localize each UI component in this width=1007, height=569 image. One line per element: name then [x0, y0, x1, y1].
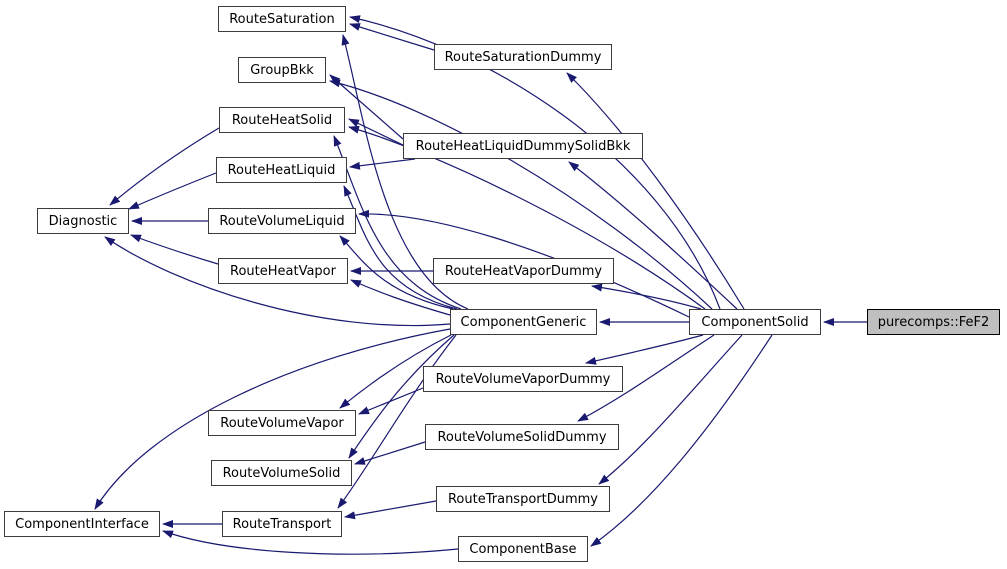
edge-component-generic-to-route-volume-vapor: [339, 334, 452, 409]
edge-component-solid-to-route-heat-solid: [348, 125, 706, 310]
edge-route-transport-dummy-to-route-transport: [344, 500, 437, 520]
class-node-label: RouteVolumeLiquid: [219, 213, 345, 229]
class-node-label: purecomps::FeF2: [877, 314, 990, 330]
class-node-route-heat-liquid[interactable]: RouteHeatLiquid: [216, 157, 347, 183]
class-node-label: RouteVolumeSolid: [222, 465, 341, 481]
class-node-component-interface[interactable]: ComponentInterface: [4, 511, 160, 537]
edge-route-heat-liquid-dummy-solid-bkk-to-route-heat-liquid: [349, 158, 416, 170]
edge-component-solid-to-group-bkk: [329, 79, 713, 310]
class-node-route-saturation-dummy[interactable]: RouteSaturationDummy: [434, 44, 612, 70]
edge-component-generic-to-route-volume-solid: [348, 334, 455, 459]
class-node-label: RouteHeatLiquid: [227, 162, 336, 178]
class-node-route-volume-vapor-dummy[interactable]: RouteVolumeVaporDummy: [423, 366, 623, 392]
class-node-label: RouteTransportDummy: [447, 491, 598, 507]
class-node-label: RouteSaturationDummy: [444, 49, 602, 65]
edge-route-heat-vapor-to-diagnostic: [130, 234, 219, 265]
edge-component-base-to-component-interface: [162, 530, 459, 555]
class-node-label: RouteHeatVapor: [230, 263, 336, 279]
class-node-route-volume-vapor[interactable]: RouteVolumeVapor: [208, 410, 356, 436]
class-node-route-heat-liquid-dummy-solid-bkk[interactable]: RouteHeatLiquidDummySolidBkk: [403, 133, 643, 159]
edge-route-heat-solid-to-diagnostic: [109, 127, 220, 206]
class-node-component-base[interactable]: ComponentBase: [458, 536, 588, 562]
edge-component-generic-to-route-volume-liquid: [339, 235, 454, 310]
class-node-route-transport[interactable]: RouteTransport: [222, 511, 342, 537]
edge-component-generic-to-route-heat-liquid: [343, 185, 458, 310]
class-node-route-volume-solid[interactable]: RouteVolumeSolid: [211, 460, 352, 486]
class-node-route-volume-solid-dummy[interactable]: RouteVolumeSolidDummy: [425, 424, 619, 450]
edge-component-generic-to-route-transport: [337, 334, 457, 509]
edge-component-solid-to-route-volume-solid-dummy: [577, 334, 715, 422]
class-node-label: RouteHeatLiquidDummySolidBkk: [415, 138, 631, 154]
class-node-label: RouteVolumeVapor: [220, 415, 344, 431]
class-node-purecomps-fef2: purecomps::FeF2: [867, 309, 1000, 335]
edge-component-solid-to-route-heat-liquid-dummy-solid-bkk: [568, 161, 738, 310]
class-node-component-solid[interactable]: ComponentSolid: [689, 309, 821, 335]
class-node-label: RouteTransport: [232, 516, 332, 532]
edge-component-solid-to-route-saturation: [349, 15, 721, 310]
edge-route-heat-liquid-to-diagnostic: [128, 172, 217, 210]
edge-route-volume-vapor-dummy-to-route-volume-vapor: [358, 387, 424, 415]
edge-route-heat-liquid-dummy-solid-bkk-to-group-bkk: [329, 74, 404, 140]
edge-route-saturation-dummy-to-route-saturation: [349, 23, 435, 51]
edge-route-volume-solid-dummy-to-route-volume-solid: [354, 441, 426, 465]
class-node-route-heat-vapor[interactable]: RouteHeatVapor: [218, 258, 348, 284]
edge-component-solid-to-route-volume-vapor-dummy: [585, 334, 704, 365]
class-node-route-heat-vapor-dummy[interactable]: RouteHeatVaporDummy: [433, 258, 614, 284]
edge-component-solid-to-route-transport-dummy: [598, 334, 743, 485]
class-node-label: RouteHeatSolid: [231, 112, 333, 128]
class-node-label: RouteVolumeVaporDummy: [435, 371, 611, 387]
edge-component-solid-to-route-saturation-dummy: [566, 72, 745, 310]
class-node-label: RouteSaturation: [229, 11, 335, 27]
class-node-label: RouteVolumeSolidDummy: [437, 429, 607, 445]
class-node-label: ComponentSolid: [701, 314, 809, 330]
class-node-label: GroupBkk: [250, 62, 314, 78]
class-node-route-volume-liquid[interactable]: RouteVolumeLiquid: [208, 208, 356, 234]
class-node-label: Diagnostic: [48, 213, 118, 229]
edge-component-generic-to-route-heat-vapor: [350, 279, 451, 316]
class-node-route-saturation[interactable]: RouteSaturation: [218, 6, 346, 32]
class-node-label: ComponentGeneric: [460, 314, 587, 330]
edge-route-heat-liquid-dummy-solid-bkk-to-route-heat-solid: [348, 118, 404, 146]
edge-component-solid-to-route-volume-liquid: [358, 209, 690, 318]
class-node-group-bkk[interactable]: GroupBkk: [238, 57, 326, 83]
class-node-route-heat-solid[interactable]: RouteHeatSolid: [219, 107, 345, 133]
class-node-label: ComponentBase: [469, 541, 577, 557]
class-node-route-transport-dummy[interactable]: RouteTransportDummy: [436, 486, 610, 512]
class-node-label: ComponentInterface: [15, 516, 149, 532]
edge-component-solid-to-component-base: [590, 334, 773, 547]
class-node-diagnostic[interactable]: Diagnostic: [37, 208, 129, 234]
edge-component-generic-to-route-saturation: [341, 34, 469, 310]
class-node-component-generic[interactable]: ComponentGeneric: [450, 309, 597, 335]
edge-component-solid-to-route-heat-vapor-dummy: [591, 283, 702, 310]
edge-component-generic-to-diagnostic: [104, 236, 451, 327]
edge-component-generic-to-component-interface: [94, 328, 451, 510]
class-node-label: RouteHeatVaporDummy: [444, 263, 603, 279]
